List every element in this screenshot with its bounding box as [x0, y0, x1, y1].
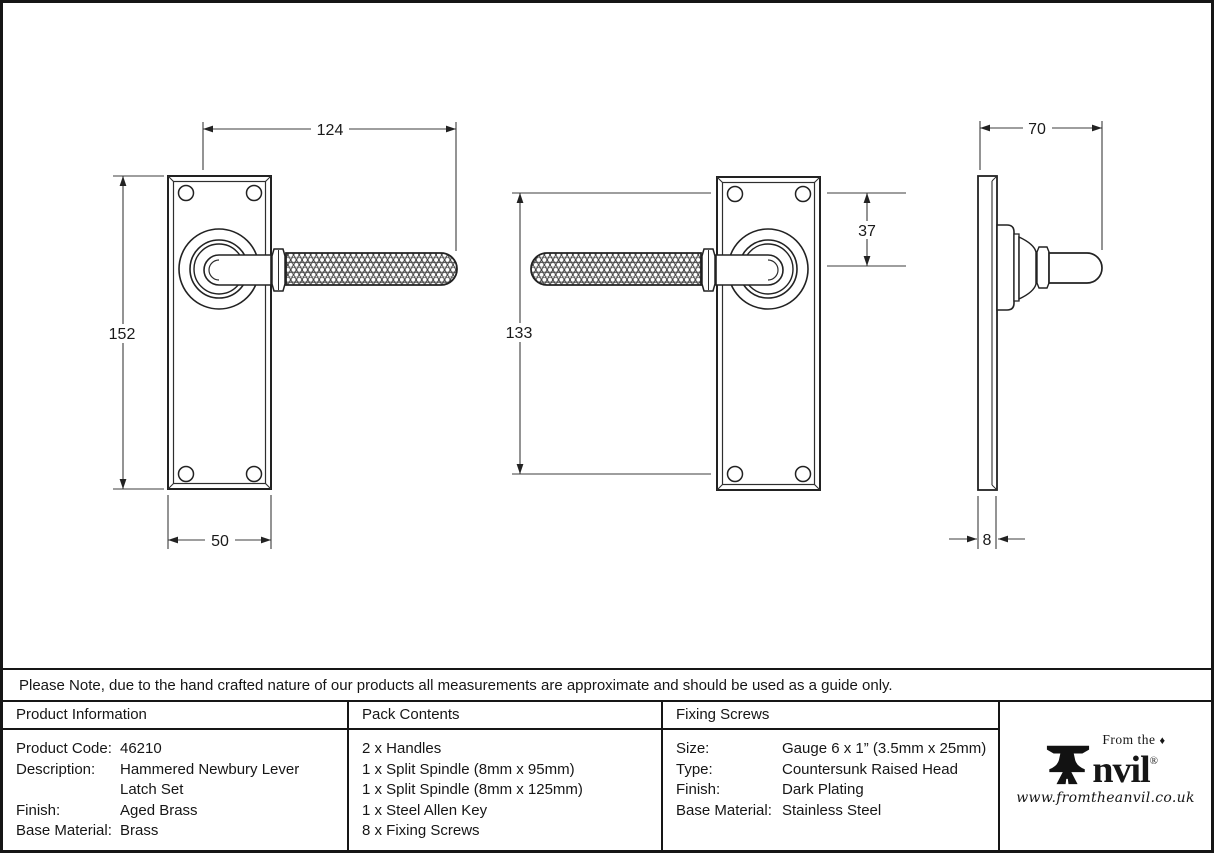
list-item: 1 x Steel Allen Key — [362, 801, 488, 819]
table-row: Finish:Dark Plating — [676, 781, 864, 799]
side-profile-view: 70 8 — [949, 119, 1103, 549]
header-fixing-screws: Fixing Screws — [663, 702, 1000, 730]
hammered-grip — [285, 252, 458, 286]
table-row: Type:Countersunk Raised Head — [676, 760, 958, 778]
dim-plate-height-label: 152 — [109, 326, 136, 343]
dim-plate-thickness — [949, 496, 1025, 549]
front-view-lever-right: 124 152 50 — [105, 120, 458, 550]
list-item: 1 x Split Spindle (8mm x 95mm) — [362, 760, 575, 778]
registered-mark: ® — [1149, 755, 1158, 767]
logo-tagline: From the♦ — [1102, 732, 1166, 747]
front-view-lever-left: 133 37 — [502, 176, 906, 491]
table-row: Size:Gauge 6 x 1” (3.5mm x 25mm) — [676, 740, 987, 757]
dim-projection-label: 70 — [1028, 121, 1046, 138]
handle-side-profile — [996, 224, 1103, 311]
table-row: Latch Set — [120, 781, 184, 799]
dim-plate-thickness-label: 8 — [983, 532, 992, 549]
anvil-icon — [1047, 745, 1090, 785]
dim-lever-length-label: 124 — [317, 122, 344, 139]
info-table: Product Information Pack Contents Fixing… — [3, 702, 1211, 850]
screw-holes — [726, 185, 812, 483]
backplate — [167, 175, 272, 490]
diamond-icon: ♦ — [1159, 735, 1166, 747]
table-row: Product Code:46210 — [16, 740, 162, 757]
header-product-information: Product Information — [3, 702, 349, 730]
note-text: Please Note, due to the hand crafted nat… — [19, 676, 893, 694]
backplate — [716, 176, 821, 491]
dim-fixing-centres — [512, 192, 711, 475]
table-row: Description:Hammered Newbury Lever — [16, 760, 300, 778]
dim-plate-width-label: 50 — [211, 533, 229, 550]
lever-handle — [530, 248, 784, 292]
product-information-cell: Product Code:46210 Description:Hammered … — [3, 730, 349, 850]
screw-holes — [177, 184, 263, 483]
table-row: Finish:Aged Brass — [16, 801, 198, 819]
hammered-grip — [530, 252, 702, 286]
header-pack-contents: Pack Contents — [349, 702, 663, 730]
lever-handle — [203, 248, 458, 292]
list-item: 8 x Fixing Screws — [362, 822, 480, 840]
dim-top-to-centre-label: 37 — [858, 223, 876, 240]
logo-wordmark: nvil® — [1092, 749, 1158, 791]
technical-drawing: 124 152 50 — [105, 119, 1103, 550]
brand-logo-cell: From the♦ nvil® www.fromtheanvil.co.uk — [1000, 702, 1211, 850]
note-bar: Please Note, due to the hand crafted nat… — [3, 668, 1211, 702]
table-row: Base Material:Brass — [16, 822, 159, 840]
list-item: 2 x Handles — [362, 740, 442, 757]
pack-contents-cell: 2 x Handles 1 x Split Spindle (8mm x 95m… — [349, 730, 663, 850]
backplate-side — [977, 175, 998, 491]
fixing-screws-cell: Size:Gauge 6 x 1” (3.5mm x 25mm) Type:Co… — [663, 730, 1000, 850]
dim-fixing-centres-label: 133 — [506, 325, 533, 342]
brand-logo: From the♦ nvil® — [1045, 732, 1166, 791]
table-row: Base Material:Stainless Steel — [676, 801, 882, 819]
list-item: 1 x Split Spindle (8mm x 125mm) — [362, 781, 583, 799]
logo-url: www.fromtheanvil.co.uk — [1016, 790, 1195, 806]
